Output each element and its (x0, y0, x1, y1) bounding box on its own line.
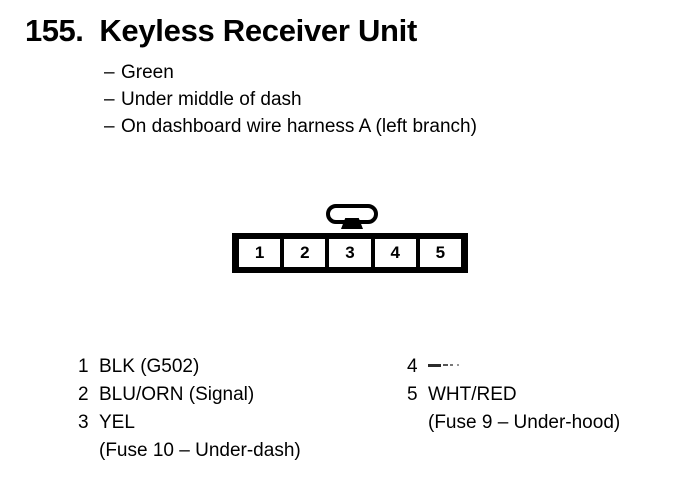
legend-pin-description (428, 356, 462, 378)
dash-icon: – (104, 116, 115, 137)
note-label: On dashboard wire harness A (left branch… (121, 116, 477, 137)
notes-list: – Green – Under middle of dash – On dash… (104, 62, 477, 143)
connector-pin-5: 5 (419, 239, 462, 267)
illegible-mark-icon (428, 364, 462, 368)
legend-pin-description: BLK (G502) (99, 356, 200, 377)
note-item: – Under middle of dash (104, 89, 477, 116)
legend-pin-number: 1 (78, 356, 89, 377)
legend-row: 5 WHT/RED (407, 384, 620, 412)
pin-legend-left-column: 1 BLK (G502) 2 BLU/ORN (Signal) 3 YEL (F… (78, 356, 301, 468)
connector-pin-3: 3 (329, 239, 371, 267)
note-item: – On dashboard wire harness A (left bran… (104, 116, 477, 143)
note-label: Under middle of dash (121, 89, 302, 110)
legend-pin-description: YEL (99, 412, 135, 433)
legend-pin-subtext: (Fuse 10 – Under-dash) (99, 440, 301, 461)
connector-pin-2: 2 (284, 239, 326, 267)
pin-legend-right-column: 4 5 WHT/RED (Fuse 9 – Under-hood) (407, 356, 620, 440)
connector-pin-4: 4 (374, 239, 416, 267)
legend-pin-number: 2 (78, 384, 89, 405)
legend-row: 4 (407, 356, 620, 384)
legend-row: 1 BLK (G502) (78, 356, 301, 384)
latch-neck-inner (345, 209, 359, 218)
connector-pin-1: 1 (239, 239, 281, 267)
legend-pin-subtext: (Fuse 9 – Under-hood) (428, 412, 621, 433)
dash-icon: – (104, 62, 115, 83)
pin-legend: 1 BLK (G502) 2 BLU/ORN (Signal) 3 YEL (F… (0, 356, 688, 478)
legend-row: 3 YEL (78, 412, 301, 440)
legend-pin-number: 5 (407, 384, 418, 405)
legend-row: 2 BLU/ORN (Signal) (78, 384, 301, 412)
connector-diagram: 1 2 3 4 5 (232, 204, 468, 276)
page-title: 155. Keyless Receiver Unit (25, 13, 417, 49)
legend-pin-number: 4 (407, 356, 418, 377)
section-number: 155. (25, 13, 84, 48)
connector-latch-icon (326, 204, 378, 229)
legend-pin-number: 3 (78, 412, 89, 433)
connector-body: 1 2 3 4 5 (232, 233, 468, 273)
legend-pin-description: WHT/RED (428, 384, 517, 405)
note-label: Green (121, 62, 174, 83)
note-item: – Green (104, 62, 477, 89)
legend-pin-description: BLU/ORN (Signal) (99, 384, 255, 405)
dash-icon: – (104, 89, 115, 110)
section-title: Keyless Receiver Unit (99, 13, 418, 48)
